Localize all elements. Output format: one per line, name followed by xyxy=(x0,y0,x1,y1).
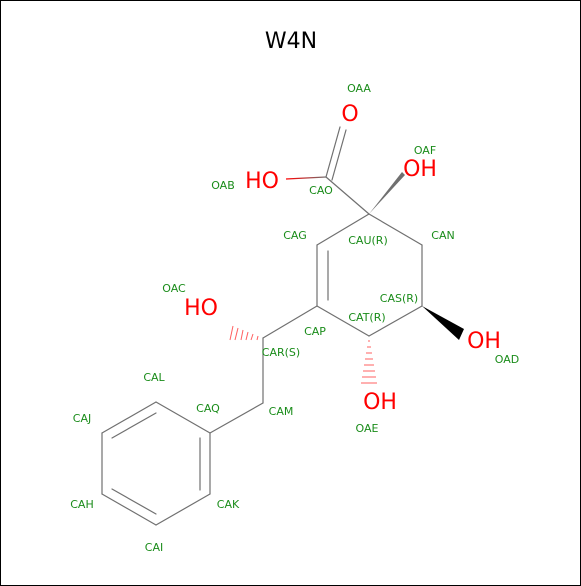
wedge-cas-oad xyxy=(422,306,464,340)
bond-cal-caj-inner xyxy=(111,412,157,439)
bond-cap-car xyxy=(262,305,318,339)
molecule-title: W4N xyxy=(265,29,317,54)
bond-cau-cao xyxy=(325,176,370,215)
atom-label-oad: OAD xyxy=(495,353,519,366)
bond-cap-cat xyxy=(316,305,370,337)
oxygen-carbonyl: O xyxy=(341,102,358,127)
hydroxyl-acid: HO xyxy=(245,169,279,194)
atom-label-caq: CAQ xyxy=(196,402,220,415)
atom-label-can: CAN xyxy=(431,229,454,242)
atom-label-oaa: OAA xyxy=(347,82,371,95)
hydroxyl-cas: OH xyxy=(467,329,501,354)
atom-label-cam: CAM xyxy=(269,405,294,418)
atom-label-cah: CAH xyxy=(70,498,93,511)
atom-label-cau: CAU(R) xyxy=(348,234,387,247)
bond-cah-cai-inner xyxy=(111,488,157,515)
atom-label-oaf: OAF xyxy=(414,144,436,157)
atom-label-cao: CAO xyxy=(309,184,333,197)
bond-cat-cas xyxy=(368,305,423,337)
hash-cat-oae xyxy=(361,340,377,384)
wedge-cau-oaf xyxy=(369,172,405,214)
atom-label-cal: CAL xyxy=(143,371,165,384)
bond-cam-caq xyxy=(209,402,264,434)
atom-label-cap: CAP xyxy=(304,325,326,338)
atom-label-cai: CAI xyxy=(145,541,163,554)
atom-label-car: CAR(S) xyxy=(262,346,300,359)
atom-label-oab: OAB xyxy=(211,179,235,192)
hydroxyl-side-chain: HO xyxy=(184,296,218,321)
bond-cal-caj xyxy=(101,401,157,434)
bond-caq-cal xyxy=(155,401,211,434)
atom-label-cas: CAS(R) xyxy=(380,292,418,305)
atom-label-caj: CAJ xyxy=(73,412,91,425)
hydroxyl-cat: OH xyxy=(363,390,397,415)
bond-cao-oab xyxy=(285,176,327,180)
bond-cah-cai xyxy=(101,493,157,526)
bond-cai-cak xyxy=(155,493,211,526)
bond-cao-oaa-double xyxy=(331,129,347,181)
atom-label-cak: CAK xyxy=(217,498,240,511)
hash-car-oac xyxy=(229,325,259,341)
bond-cau-cag xyxy=(316,213,370,246)
bond-can-cau xyxy=(368,213,423,246)
atom-label-oae: OAE xyxy=(356,422,379,435)
atom-label-oac: OAC xyxy=(162,282,186,295)
bond-layer xyxy=(101,126,423,526)
atom-label-cag: CAG xyxy=(283,229,307,242)
hydroxyl-quaternary: OH xyxy=(403,157,437,182)
atom-label-cat: CAT(R) xyxy=(348,311,385,324)
bond-cao-oaa xyxy=(325,126,341,178)
